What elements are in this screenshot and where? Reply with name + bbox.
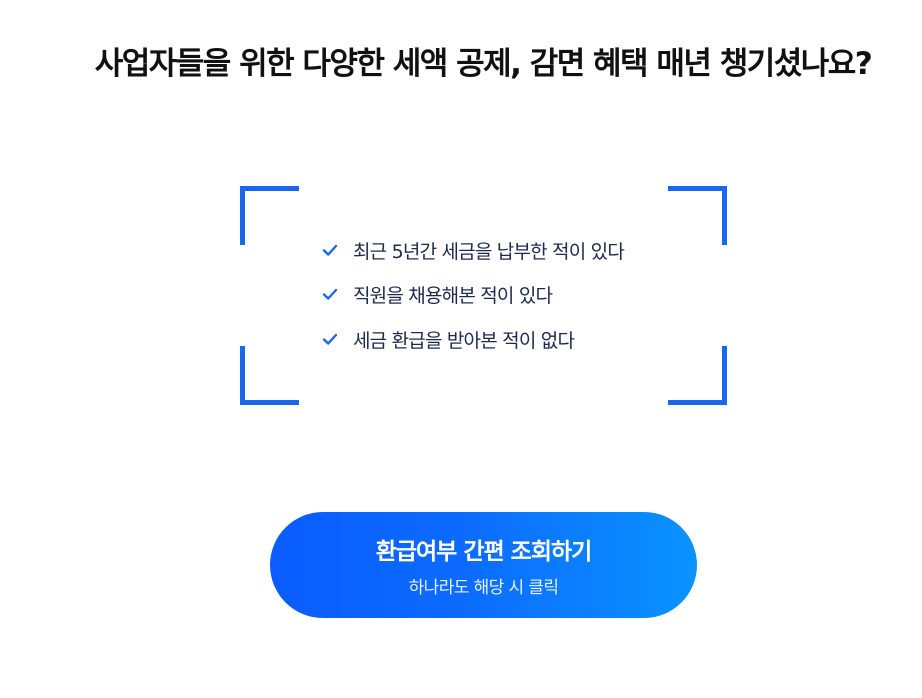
- refund-check-button[interactable]: 환급여부 간편 조회하기 하나라도 해당 시 클릭: [270, 512, 697, 618]
- checklist-item: 세금 환급을 받아본 적이 없다: [320, 325, 624, 353]
- page-headline: 사업자들을 위한 다양한 세액 공제, 감면 혜택 매년 챙기셨나요?: [94, 46, 873, 82]
- checklist-item: 직원을 채용해본 적이 있다: [320, 281, 624, 309]
- cta-subtitle: 하나라도 해당 시 클릭: [408, 578, 559, 598]
- frame-corner-bottom-left: [240, 346, 299, 405]
- frame-corner-bottom-right: [668, 346, 727, 405]
- checklist-item-label: 최근 5년간 세금을 납부한 적이 있다: [353, 240, 625, 263]
- frame-corner-top-left: [240, 186, 299, 245]
- eligibility-checklist: 최근 5년간 세금을 납부한 적이 있다 직원을 채용해본 적이 있다 세금 환…: [320, 236, 625, 370]
- checklist-item-label: 직원을 채용해본 적이 있다: [353, 285, 553, 307]
- cta-title: 환급여부 간편 조회하기: [375, 539, 593, 565]
- frame-corner-top-right: [668, 186, 727, 245]
- checklist-item: 최근 5년간 세금을 납부한 적이 있다: [320, 236, 625, 264]
- checklist-frame: [240, 186, 727, 405]
- checklist-item-label: 세금 환급을 받아본 적이 없다: [353, 329, 575, 352]
- check-icon: [320, 240, 340, 260]
- check-icon: [320, 285, 340, 305]
- check-icon: [320, 329, 340, 349]
